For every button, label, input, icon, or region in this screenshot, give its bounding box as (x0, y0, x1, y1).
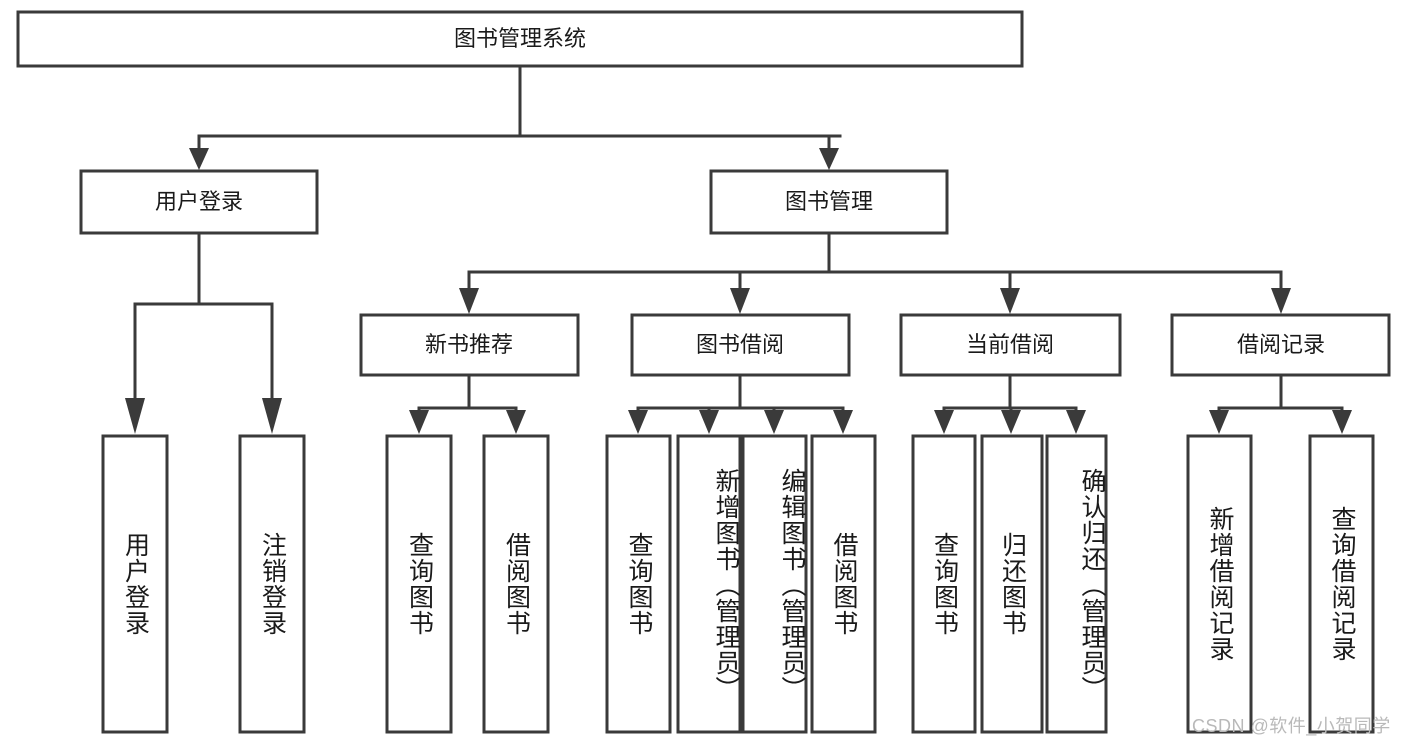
leaf-query-record-box[interactable] (1308, 434, 1375, 734)
leaf-query-book-2-box[interactable] (605, 434, 672, 734)
arrow-to-leaf-return-book (1001, 410, 1021, 434)
arrow-to-leaf-query-record (1332, 410, 1352, 434)
leaf-query-book-1-box[interactable] (385, 434, 453, 734)
arrow-to-leaf-edit-book (764, 410, 784, 434)
node-current-borrow-label: 当前借阅 (966, 332, 1054, 357)
node-current-borrow[interactable]: 当前借阅 (899, 313, 1122, 377)
arrow-to-borrow-record (1271, 288, 1291, 314)
node-book-borrow[interactable]: 图书借阅 (630, 313, 851, 377)
leaf-confirm-return-box[interactable] (1045, 434, 1108, 734)
node-root-box[interactable] (16, 10, 1024, 68)
node-book-borrow-box[interactable] (630, 313, 851, 377)
leaf-borrow-book-1-box[interactable] (482, 434, 550, 734)
arrow-to-leaf-add-record (1209, 410, 1229, 434)
leaf-user-login-box[interactable] (101, 434, 169, 734)
leaf-add-book-box[interactable] (676, 434, 742, 734)
node-book-management[interactable]: 图书管理 (709, 169, 949, 235)
node-borrow-record-label: 借阅记录 (1237, 332, 1325, 357)
node-root-label: 图书管理系统 (454, 26, 586, 51)
edges-book-management-to-level3 (459, 231, 1291, 314)
arrow-to-leaf-confirm-return (1066, 410, 1086, 434)
edges-new-book-to-leaves (409, 373, 526, 434)
node-borrow-record-box[interactable] (1170, 313, 1391, 377)
node-new-book-recommend[interactable]: 新书推荐 (359, 313, 580, 377)
leaf-query-book-3-box[interactable] (911, 434, 977, 734)
leaf-add-record-box[interactable] (1186, 434, 1253, 734)
arrow-to-leaf-add-book (699, 410, 719, 434)
node-root[interactable]: 图书管理系统 (16, 10, 1024, 68)
node-current-borrow-box[interactable] (899, 313, 1122, 377)
arrow-to-book-borrow (730, 288, 750, 314)
node-borrow-record[interactable]: 借阅记录 (1170, 313, 1391, 377)
arrow-to-leaf-query-book-3 (934, 410, 954, 434)
node-user-login-label: 用户登录 (155, 189, 243, 214)
leaf-borrow-book-2-box[interactable] (810, 434, 877, 734)
arrow-to-new-book-recommend (459, 288, 479, 314)
arrow-to-leaf-borrow-book-1 (506, 410, 526, 434)
edges-borrow-record-to-leaves (1209, 373, 1352, 434)
node-new-book-recommend-label: 新书推荐 (425, 332, 513, 357)
leaf-boxes (101, 434, 1375, 734)
node-book-management-label: 图书管理 (785, 189, 873, 214)
edges-current-borrow-to-leaves (934, 373, 1086, 434)
node-user-login-box[interactable] (79, 169, 319, 235)
arrow-root-to-user-login (189, 148, 209, 170)
edges-book-borrow-to-leaves (628, 373, 853, 434)
arrow-to-leaf-borrow-book-2 (833, 410, 853, 434)
leaf-edit-book-box[interactable] (741, 434, 808, 734)
arrow-root-to-book-management (819, 148, 839, 170)
arrow-to-leaf-query-book-1 (409, 410, 429, 434)
arrow-to-current-borrow (1000, 288, 1020, 314)
arrow-to-leaf-user-login (125, 398, 145, 434)
edges-root-to-level2 (189, 66, 842, 170)
arrow-to-leaf-logout-login (262, 398, 282, 434)
node-book-borrow-label: 图书借阅 (696, 332, 784, 357)
arrow-to-leaf-query-book-2 (628, 410, 648, 434)
csdn-watermark: CSDN @软件_小贺同学 (1192, 716, 1391, 736)
edges-user-login-to-leaves (125, 231, 282, 434)
node-user-login[interactable]: 用户登录 (79, 169, 319, 235)
leaf-logout-login-box[interactable] (238, 434, 306, 734)
leaf-return-book-box[interactable] (980, 434, 1044, 734)
node-book-management-box[interactable] (709, 169, 949, 235)
node-new-book-recommend-box[interactable] (359, 313, 580, 377)
